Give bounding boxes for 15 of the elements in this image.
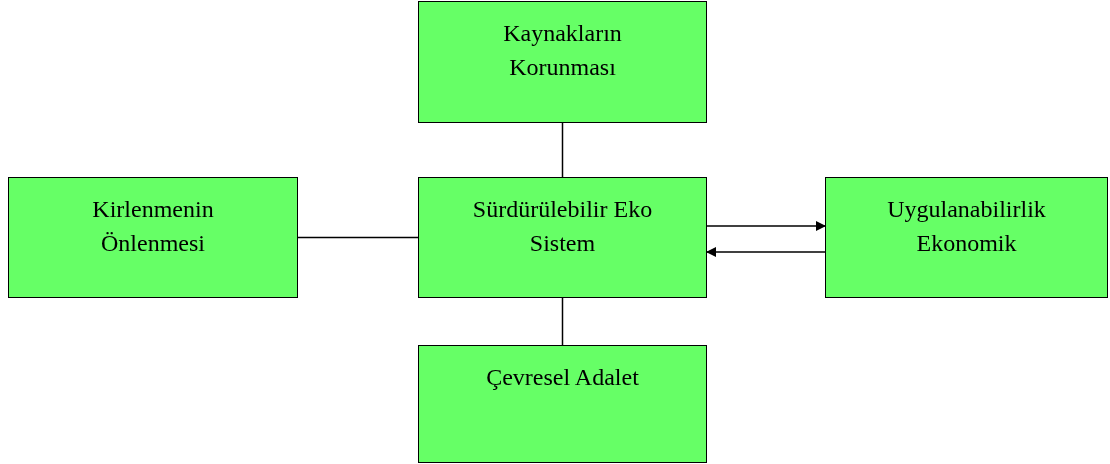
arrow (706, 221, 826, 231)
process-box (418, 345, 707, 463)
box-label: Sürdürülebilir Eko Sistem (471, 195, 654, 258)
box-label: Kaynakların Korunması (502, 19, 623, 82)
arrow (706, 247, 826, 257)
process-box (8, 177, 298, 298)
process-box (418, 1, 707, 123)
box-label: Kirlenmenin Önlenmesi (91, 195, 215, 258)
box-label: Uygulanabilirlik Ekonomik (886, 195, 1047, 258)
connector-line (297, 236, 419, 239)
process-box (418, 177, 707, 298)
connector-line (561, 122, 564, 178)
process-box (825, 177, 1108, 298)
box-label: Çevresel Adalet (486, 363, 639, 392)
connector-line (561, 297, 564, 346)
